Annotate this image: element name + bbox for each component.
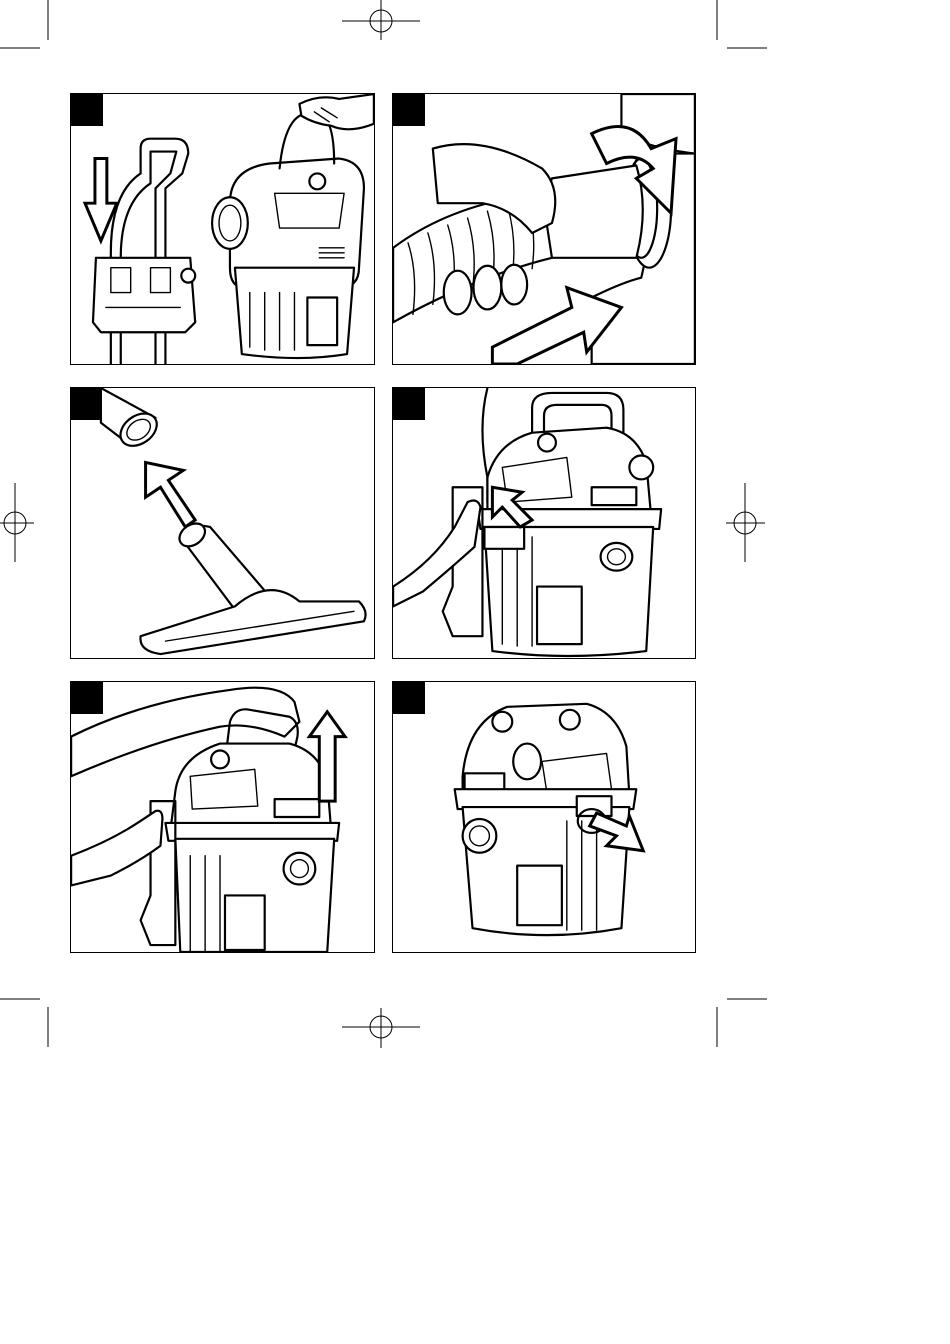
hose-attach-icon bbox=[71, 94, 374, 364]
figure-5 bbox=[70, 681, 375, 953]
registration-mark-top bbox=[342, 0, 420, 40]
floor-nozzle-icon bbox=[71, 388, 374, 658]
latch-release-icon bbox=[393, 388, 695, 658]
lid-lift-icon bbox=[71, 682, 374, 952]
registration-mark-bottom bbox=[342, 1008, 420, 1048]
figure-2 bbox=[392, 93, 696, 365]
vacuum-unit-icon bbox=[393, 682, 695, 952]
hose-insert-icon bbox=[393, 94, 695, 364]
figure-4 bbox=[392, 387, 696, 659]
registration-mark-left bbox=[0, 483, 34, 562]
figure-6 bbox=[392, 681, 696, 953]
figure-3 bbox=[70, 387, 375, 659]
registration-mark-right bbox=[726, 483, 765, 562]
figure-1 bbox=[70, 93, 375, 365]
